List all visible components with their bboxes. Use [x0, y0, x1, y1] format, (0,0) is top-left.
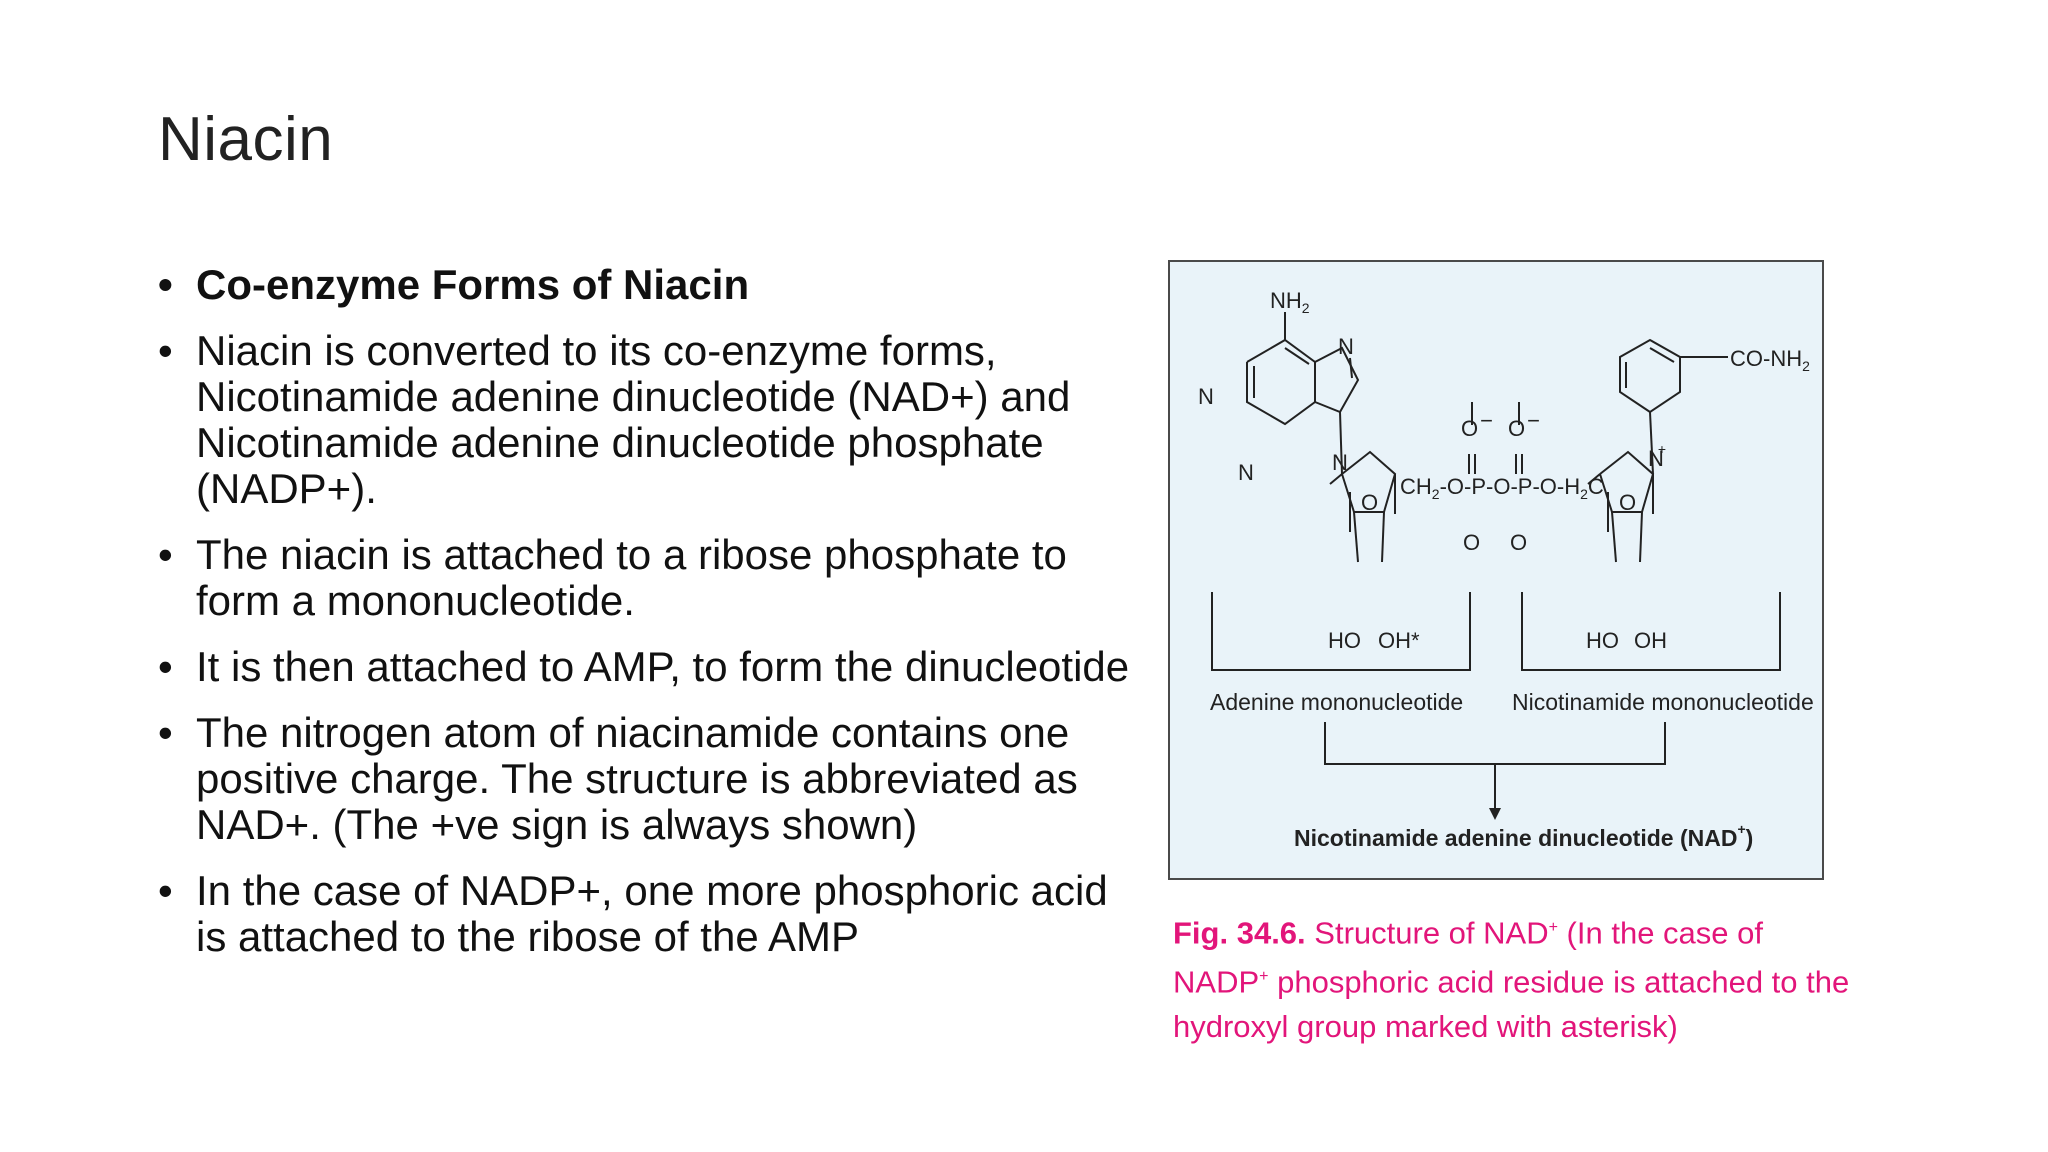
figure-caption: Fig. 34.6. Structure of NAD+ (In the cas…: [1173, 906, 1853, 1049]
caption-superscript: +: [1548, 919, 1558, 936]
oh-star-label: OH*: [1378, 628, 1420, 653]
caption-text: phosphoric acid residue is attached to t…: [1173, 964, 1850, 1044]
figure-number: Fig. 34.6.: [1173, 915, 1306, 951]
ring-oxygen-label: O: [1361, 490, 1378, 515]
ho-label: HO: [1586, 628, 1619, 653]
bullet-dot: •: [158, 709, 173, 756]
bullet-dot: •: [158, 327, 173, 374]
caption-text: Structure of NAD: [1305, 915, 1549, 951]
bullet-item: • In the case of NADP+, one more phospho…: [158, 868, 1133, 960]
bullet-item: • The nitrogen atom of niacinamide conta…: [158, 710, 1133, 848]
pyrophosphate-bridge-label: CH2-O-P-O-P-O-H2C: [1400, 474, 1604, 502]
phosphate-o-minus-label: O−: [1461, 408, 1493, 441]
bullet-dot: •: [158, 867, 173, 914]
nh2-label: NH2: [1270, 288, 1310, 316]
caption-text: (In the case of NADP: [1173, 915, 1763, 1000]
n-atom-label: N: [1338, 334, 1354, 359]
bullet-item: • Co-enzyme Forms of Niacin: [158, 262, 1133, 308]
phosphate-o-minus-label: O−: [1508, 408, 1540, 441]
ring-oxygen-label: O: [1619, 490, 1636, 515]
bullet-text: Niacin is converted to its co-enzyme for…: [196, 327, 1071, 512]
adenine-mononucleotide-label: Adenine mononucleotide: [1210, 689, 1463, 715]
bullet-item: • The niacin is attached to a ribose pho…: [158, 532, 1133, 624]
nad-structure-diagram: NH2 N N N N O O O− O− CH2-O-P-O-P-O-H2C …: [1198, 288, 1814, 851]
bullet-text: It is then attached to AMP, to form the …: [196, 643, 1130, 690]
co-nh2-label: CO-NH2: [1730, 346, 1810, 374]
n-atom-label: N: [1238, 460, 1254, 485]
n-plus-label: N+: [1648, 441, 1666, 471]
bullet-dot: •: [158, 531, 173, 578]
bullet-text: In the case of NADP+, one more phosphori…: [196, 867, 1108, 960]
caption-superscript: +: [1259, 968, 1269, 986]
bullet-item: • Niacin is converted to its co-enzyme f…: [158, 328, 1133, 512]
bullet-item: • It is then attached to AMP, to form th…: [158, 644, 1133, 690]
oh-label: OH: [1634, 628, 1667, 653]
nad-structure-figure: NH2 N N N N O O O− O− CH2-O-P-O-P-O-H2C …: [1168, 260, 1824, 880]
phosphate-o-label: O: [1510, 530, 1527, 555]
n-atom-label: N: [1332, 450, 1348, 475]
bullet-dot: •: [158, 261, 173, 308]
bullet-text: The niacin is attached to a ribose phosp…: [196, 531, 1067, 624]
nicotinamide-mononucleotide-label: Nicotinamide mononucleotide: [1512, 689, 1814, 715]
phosphate-o-label: O: [1463, 530, 1480, 555]
bullet-text: The nitrogen atom of niacinamide contain…: [196, 709, 1078, 848]
arrow-down-icon: [1489, 808, 1501, 820]
bullet-text: Co-enzyme Forms of Niacin: [196, 261, 750, 308]
bullet-list: • Co-enzyme Forms of Niacin • Niacin is …: [158, 262, 1133, 980]
ho-label: HO: [1328, 628, 1361, 653]
n-atom-label: N: [1198, 384, 1214, 409]
nad-label: Nicotinamide adenine dinucleotide (NAD+): [1294, 821, 1753, 851]
slide-title: Niacin: [158, 105, 334, 174]
bullet-dot: •: [158, 643, 173, 690]
